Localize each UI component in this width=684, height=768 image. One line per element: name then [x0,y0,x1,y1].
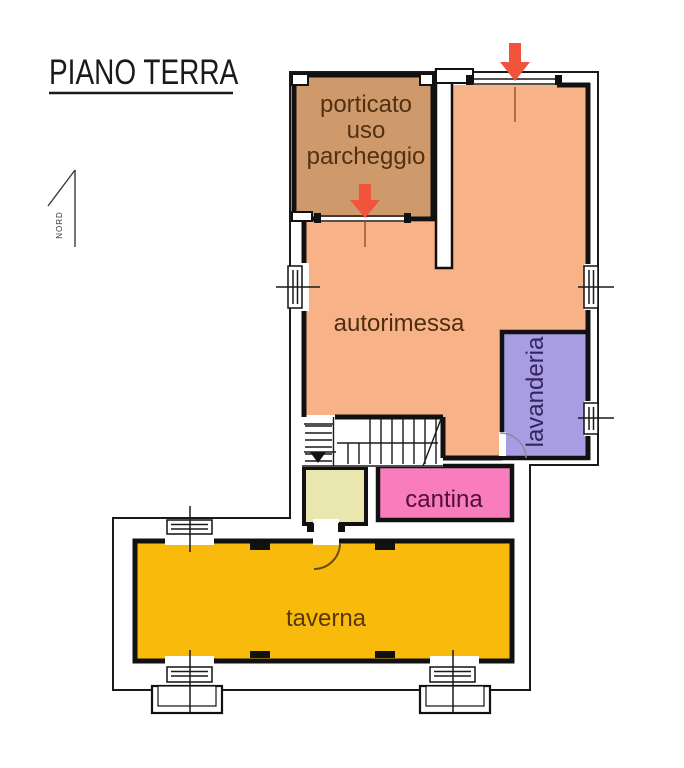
page-title-text: PIANO TERRA [49,52,239,92]
door-lavanderia [499,432,527,459]
label-cantina: cantina [405,486,483,513]
room-cantina [375,463,515,523]
room-autorimessa [306,85,588,458]
label-autorimessa: autorimessa [334,310,465,337]
building-outline [112,71,599,691]
window-lavanderia [578,402,614,435]
label-porticato-line3: parcheggio [307,143,426,170]
label-porticato-line2: uso [347,117,386,144]
north-arrow: NORD [47,169,76,247]
page-title: PIANO TERRA [49,52,239,95]
room-labels: porticato uso parcheggio autorimessa lav… [286,91,549,632]
door-swing-axes [364,87,516,247]
entrance-arrow-porticato [350,184,380,218]
wall-notches [250,543,395,658]
entrance-arrow-top [500,43,530,81]
window-garage-left [276,265,320,309]
label-porticato-line1: porticato [320,91,412,118]
stairwell-area [302,415,443,467]
label-lavanderia: lavanderia [522,336,549,447]
staircase [302,417,443,467]
room-taverna [132,538,515,664]
room-disimpegno [302,466,368,526]
door-taverna [307,523,345,570]
window-axis-lines [189,650,454,712]
label-taverna: taverna [286,605,367,632]
walls [291,72,591,461]
light-wells [150,684,492,715]
north-label: NORD [55,211,64,239]
wall-stub [434,68,454,270]
entrance-arrows [350,43,530,218]
window-taverna-top [166,506,213,552]
window-garage-right [578,265,614,309]
